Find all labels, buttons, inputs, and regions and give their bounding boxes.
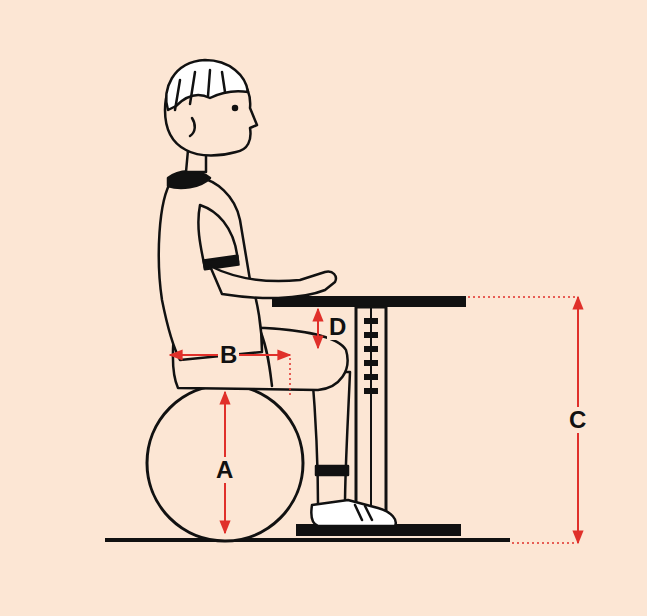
dimension-letter: D xyxy=(327,314,348,340)
child-figure xyxy=(159,60,396,526)
dimension-letter: C xyxy=(567,407,588,433)
floor-line xyxy=(105,538,510,542)
dimension-letter: B xyxy=(218,342,239,368)
dimension-letter: A xyxy=(214,457,235,483)
therapy-ball xyxy=(147,385,303,541)
dimension-lines xyxy=(170,297,578,543)
